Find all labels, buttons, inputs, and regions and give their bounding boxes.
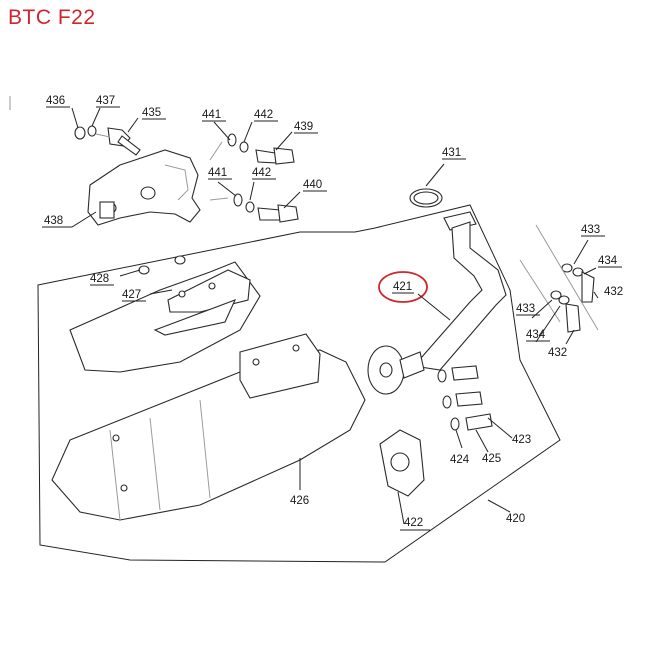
callout-438: 438 bbox=[44, 215, 63, 227]
callout-432-lower: 432 bbox=[548, 347, 567, 359]
washer-441-lower bbox=[233, 193, 243, 207]
callout-441-lower: 441 bbox=[208, 167, 227, 179]
callout-labels: 436 437 435 438 441 442 439 441 442 440 … bbox=[44, 95, 623, 529]
washer-442-upper bbox=[239, 141, 249, 153]
exhaust-pipe-421 bbox=[367, 211, 507, 395]
callout-427: 427 bbox=[122, 289, 141, 301]
assembly-frame-420 bbox=[37, 204, 561, 563]
callout-433-upper: 433 bbox=[581, 224, 600, 236]
fasteners-423-425 bbox=[437, 365, 493, 431]
bracket-group bbox=[74, 125, 299, 226]
callout-425: 425 bbox=[482, 453, 501, 465]
callout-434-upper: 434 bbox=[598, 255, 618, 267]
callout-442-lower: 442 bbox=[252, 167, 271, 179]
bracket-tube-right bbox=[140, 186, 156, 200]
callout-422: 422 bbox=[404, 517, 423, 529]
callout-431: 431 bbox=[442, 147, 461, 159]
washer-437 bbox=[87, 125, 97, 137]
callout-423: 423 bbox=[512, 434, 531, 446]
callout-437: 437 bbox=[96, 95, 115, 107]
muffler-426 bbox=[51, 333, 366, 521]
callout-435: 435 bbox=[142, 107, 161, 119]
washer-428-a bbox=[138, 265, 150, 275]
side-parts-432-434 bbox=[519, 224, 599, 333]
washer-442-lower bbox=[245, 201, 255, 213]
washer-441-upper bbox=[227, 133, 237, 147]
callout-426: 426 bbox=[290, 495, 309, 507]
callout-434-lower: 434 bbox=[526, 329, 546, 341]
callout-424: 424 bbox=[450, 454, 470, 466]
callout-421: 421 bbox=[393, 281, 412, 293]
callout-441-upper: 441 bbox=[202, 109, 221, 121]
leader-lines bbox=[42, 107, 599, 531]
callout-433-lower: 433 bbox=[516, 303, 535, 315]
washer-436 bbox=[74, 126, 86, 140]
diagram-title: BTC F22 bbox=[8, 6, 96, 29]
callout-439: 439 bbox=[294, 121, 313, 133]
gasket-422 bbox=[379, 429, 425, 497]
callout-420: 420 bbox=[506, 513, 525, 525]
callout-436: 436 bbox=[46, 95, 65, 107]
washer-428-b bbox=[174, 255, 186, 265]
heat-shield-427 bbox=[69, 261, 261, 373]
callout-428: 428 bbox=[90, 273, 109, 285]
callout-440: 440 bbox=[303, 179, 322, 191]
callout-442-upper: 442 bbox=[254, 109, 273, 121]
highlight-circle-421 bbox=[378, 271, 428, 303]
callout-432-upper: 432 bbox=[604, 286, 623, 298]
